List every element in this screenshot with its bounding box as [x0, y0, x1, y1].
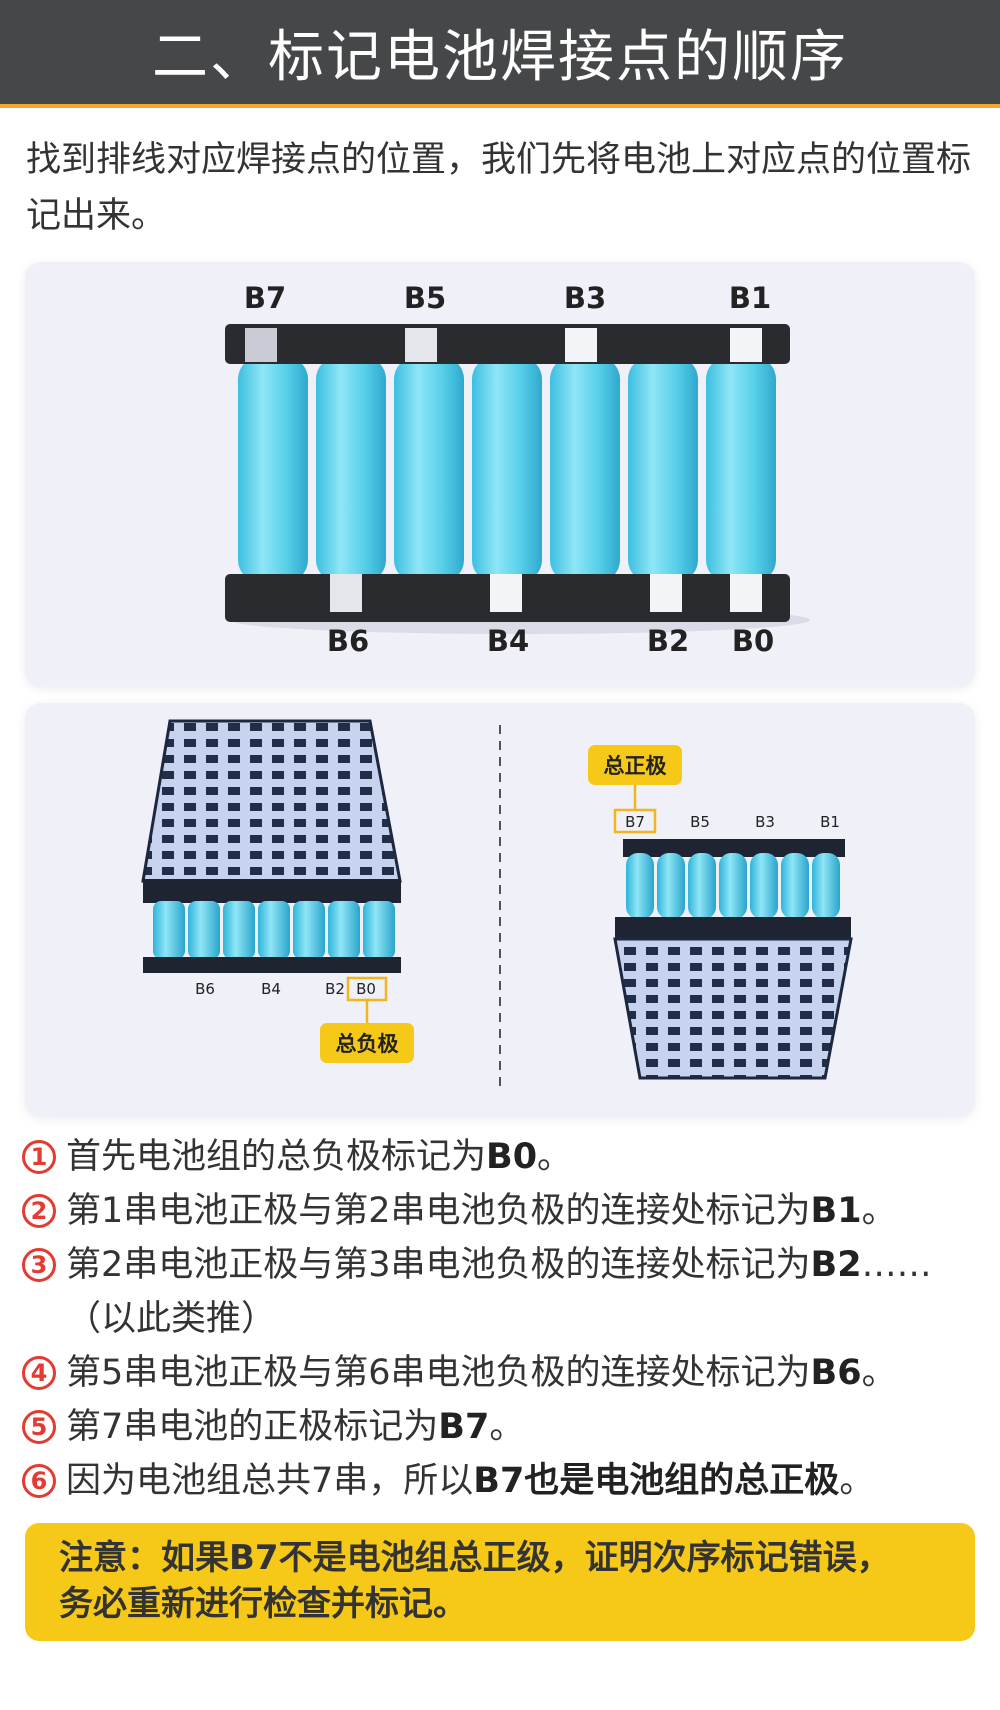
- battery-cell: [628, 357, 698, 582]
- front-label-b6: B6: [327, 624, 369, 658]
- warning-note: 注意：如果B7不是电池组总正级，证明次序标记错误， 务必重新进行检查并标记。: [25, 1523, 975, 1641]
- step-text: 第7串电池的正极标记为B7。: [66, 1407, 525, 1447]
- step-item: 6 因为电池组总共7串，所以B7也是电池组的总正极。: [22, 1454, 982, 1508]
- battery-cell: [328, 901, 360, 959]
- bottom-holder: [225, 574, 790, 622]
- step-text: 第1串电池正极与第2串电池负极的连接处标记为B1。: [66, 1191, 897, 1231]
- step-number-badge: 6: [22, 1464, 56, 1498]
- pack-front-panel: B7 B5 B3 B1 B6 B4 B2 B0: [25, 262, 975, 687]
- step-item: 5 第7串电池的正极标记为B7。: [22, 1400, 982, 1454]
- left-pack-view: B6 B4 B2 B0 总负极: [141, 719, 414, 1063]
- left-pack-top-nickel: [141, 719, 402, 883]
- battery-cell: [316, 357, 386, 582]
- battery-cell: [238, 357, 308, 582]
- battery-cell: [153, 901, 185, 959]
- tab-b0: [730, 574, 762, 612]
- positive-callout: [588, 745, 682, 785]
- battery-cell: [472, 357, 542, 582]
- step-number-badge: 5: [22, 1410, 56, 1444]
- step-text: 首先电池组的总负极标记为B0。: [66, 1137, 573, 1177]
- battery-cell: [293, 901, 325, 959]
- front-label-b2: B2: [647, 624, 689, 658]
- step-number-badge: 1: [22, 1140, 56, 1174]
- pack-perspective-illustration: B6 B4 B2 B0 总负极 总正极 B7 B5 B3 B1: [141, 719, 853, 1093]
- step-item: 3 第2串电池正极与第3串电池负极的连接处标记为B2……（以此类推）: [22, 1238, 982, 1346]
- left-label-b2: B2: [325, 980, 345, 998]
- front-label-b4: B4: [487, 624, 529, 658]
- step-number-badge: 2: [22, 1194, 56, 1228]
- tab-b1: [730, 328, 762, 362]
- battery-cell: [750, 853, 778, 919]
- step-item: 4 第5串电池正极与第6串电池负极的连接处标记为B6。: [22, 1346, 982, 1400]
- left-pack-cells: [153, 901, 395, 959]
- step-text: 第5串电池正极与第6串电池负极的连接处标记为B6。: [66, 1353, 897, 1393]
- page-header: 二、标记电池焊接点的顺序: [0, 0, 1000, 108]
- right-pack-top-holder: [623, 839, 845, 857]
- battery-cell: [706, 357, 776, 582]
- left-label-b6: B6: [195, 980, 215, 998]
- step-text: 第2串电池正极与第3串电池负极的连接处标记为B2……（以此类推）: [66, 1245, 932, 1339]
- front-label-b1: B1: [729, 281, 771, 315]
- right-pack-view: 总正极 B7 B5 B3 B1: [588, 745, 853, 1080]
- tab-b6: [330, 574, 362, 612]
- front-label-b3: B3: [564, 281, 606, 315]
- battery-cell: [719, 853, 747, 919]
- tab-b5: [405, 328, 437, 362]
- left-pack-bottom-holder: [143, 957, 401, 973]
- front-label-b5: B5: [404, 281, 446, 315]
- step-item: 2 第1串电池正极与第2串电池负极的连接处标记为B1。: [22, 1184, 982, 1238]
- battery-cell: [812, 853, 840, 919]
- battery-cell: [223, 901, 255, 959]
- negative-callout: [320, 1023, 414, 1063]
- right-pack-bottom-nickel: [613, 937, 853, 1080]
- negative-callout-label: 总负极: [336, 1032, 400, 1056]
- battery-cells: [238, 357, 776, 582]
- warning-note-line1: 注意：如果B7不是电池组总正级，证明次序标记错误，: [59, 1538, 891, 1578]
- step-text: 因为电池组总共7串，所以B7也是电池组的总正极。: [66, 1461, 875, 1501]
- battery-cell: [626, 853, 654, 919]
- battery-cell: [550, 357, 620, 582]
- right-label-b3: B3: [755, 813, 775, 831]
- tab-b4: [490, 574, 522, 612]
- page-title: 二、标记电池焊接点的顺序: [152, 24, 848, 90]
- right-label-b7: B7: [625, 813, 645, 831]
- front-label-b0: B0: [732, 624, 774, 658]
- right-label-b1: B1: [820, 813, 840, 831]
- battery-cell: [394, 357, 464, 582]
- step-number-badge: 3: [22, 1248, 56, 1282]
- battery-cell: [363, 901, 395, 959]
- right-label-b5: B5: [690, 813, 710, 831]
- front-label-b7: B7: [244, 281, 286, 315]
- pack-perspective-panel: B6 B4 B2 B0 总负极 总正极 B7 B5 B3 B1: [25, 703, 975, 1117]
- left-label-b0: B0: [356, 980, 376, 998]
- b7-highlight-box: [613, 808, 657, 834]
- right-pack-cells: [626, 853, 840, 919]
- right-pack-bottom-holder: [615, 917, 851, 939]
- warning-note-line2: 务必重新进行检查并标记。: [59, 1584, 467, 1624]
- battery-cell: [781, 853, 809, 919]
- battery-cell: [188, 901, 220, 959]
- step-number-badge: 4: [22, 1356, 56, 1390]
- positive-callout-label: 总正极: [604, 754, 668, 778]
- tab-b3: [565, 328, 597, 362]
- tab-b7: [245, 328, 277, 362]
- left-label-b4: B4: [261, 980, 281, 998]
- intro-text: 找到排线对应焊接点的位置，我们先将电池上对应点的位置标记出来。: [26, 140, 972, 236]
- top-holder-bar: [225, 324, 790, 364]
- pack-front-illustration: B7 B5 B3 B1 B6 B4 B2 B0: [225, 281, 810, 658]
- top-holder: [225, 324, 790, 364]
- step-item: 1 首先电池组的总负极标记为B0。: [22, 1130, 982, 1184]
- step-list: 1 首先电池组的总负极标记为B0。 2 第1串电池正极与第2串电池负极的连接处标…: [22, 1130, 982, 1508]
- tab-b2: [650, 574, 682, 612]
- battery-cell: [258, 901, 290, 959]
- battery-cell: [688, 853, 716, 919]
- battery-cell: [657, 853, 685, 919]
- left-pack-top-holder: [143, 879, 401, 903]
